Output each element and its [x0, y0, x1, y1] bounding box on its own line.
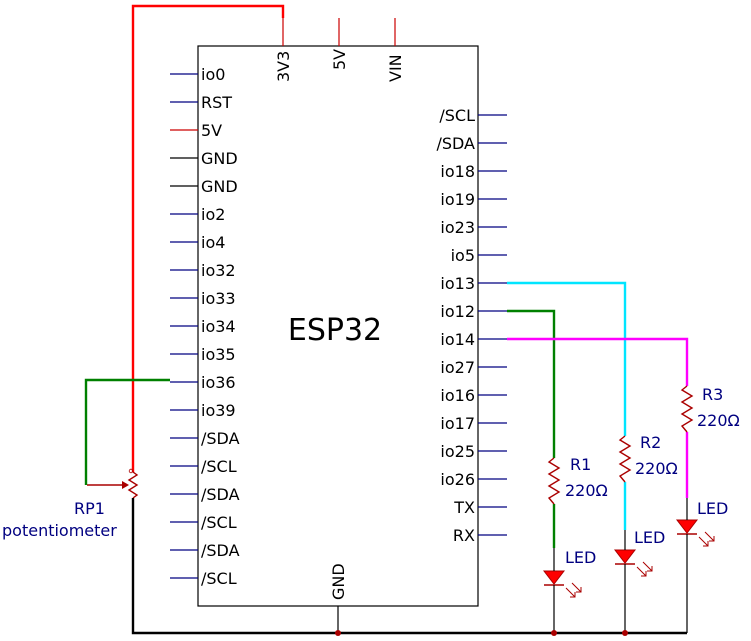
left-pin-label-6: io4: [201, 233, 225, 252]
pin-3v3-label: 3V3: [274, 51, 293, 82]
left-pin-label-7: io32: [201, 261, 236, 280]
potentiometer-arrow: [122, 481, 129, 489]
resistor-r3-zigzag: [680, 385, 694, 433]
resistor-r2-value: 220Ω: [635, 459, 678, 478]
led-1: LED: [542, 548, 596, 633]
right-pin-label-9: io27: [440, 358, 475, 377]
resistor-r1: R1 220Ω: [547, 455, 608, 505]
top-pin-group: 3V3 5V VIN: [274, 18, 405, 82]
right-pin-label-14: TX: [453, 498, 475, 517]
potentiometer-ref: RP1: [74, 499, 105, 518]
wire-io36: [84, 378, 170, 485]
resistor-r3: R3 220Ω: [680, 385, 740, 433]
left-pin-label-15: /SDA: [201, 485, 240, 504]
resistor-r1-value: 220Ω: [565, 481, 608, 500]
led-3-label: LED: [697, 499, 728, 518]
junction-gnd-led2: [622, 630, 628, 636]
right-pin-label-5: io5: [451, 246, 475, 265]
potentiometer-desc: potentiometer: [2, 521, 117, 540]
led-3-triangle: [675, 519, 699, 534]
wire-io13: [507, 281, 627, 436]
left-pin-label-9: io34: [201, 317, 236, 336]
esp32-title: ESP32: [288, 313, 382, 348]
right-pin-label-10: io16: [440, 386, 475, 405]
right-pin-label-1: /SDA: [436, 134, 475, 153]
right-pin-label-8: io14: [440, 330, 475, 349]
left-pin-label-10: io35: [201, 345, 236, 364]
led-2-label: LED: [634, 528, 665, 547]
left-pin-label-14: /SCL: [201, 457, 237, 476]
pin-vin-label: VIN: [386, 54, 405, 82]
right-pin-label-12: io25: [440, 442, 475, 461]
right-pin-label-3: io19: [440, 190, 475, 209]
potentiometer-rp1: RP1 potentiometer: [2, 468, 139, 540]
ground-bus: [131, 498, 687, 635]
left-pin-label-2: 5V: [201, 121, 222, 140]
led-2-light-arrow: [636, 561, 653, 577]
pin-gnd-bottom-label: GND: [329, 563, 348, 600]
resistor-r2-ref: R2: [640, 433, 661, 452]
led-2-triangle: [613, 549, 637, 564]
right-pin-label-4: io23: [440, 218, 475, 237]
wire-io14: [507, 337, 689, 386]
led-1-triangle: [542, 570, 566, 585]
left-pin-label-0: io0: [201, 65, 225, 84]
left-pin-label-18: /SCL: [201, 569, 237, 588]
left-pin-label-3: GND: [201, 149, 238, 168]
right-pin-group: /SCL/SDA io18 io19 io23 io5 io13 io12 io14 io27 i…: [436, 106, 507, 545]
right-pin-label-15: RX: [453, 526, 475, 545]
led-1-label: LED: [565, 548, 596, 567]
resistor-r2-zigzag: [618, 435, 632, 483]
led-2: LED: [613, 528, 665, 633]
resistor-r2: R2 220Ω: [618, 433, 678, 483]
left-pin-label-11: io36: [201, 373, 236, 392]
potentiometer-dot: [128, 468, 134, 474]
right-pin-label-13: io26: [440, 470, 475, 489]
left-pin-label-17: /SDA: [201, 541, 240, 560]
left-pin-label-12: io39: [201, 401, 236, 420]
junction-gnd-chip: [335, 630, 341, 636]
resistor-r1-ref: R1: [570, 455, 591, 474]
left-pin-label-5: io2: [201, 205, 225, 224]
left-pin-label-4: GND: [201, 177, 238, 196]
right-pin-label-0: /SCL: [439, 106, 475, 125]
right-pin-label-6: io13: [440, 274, 475, 293]
potentiometer-zigzag: [127, 471, 139, 499]
pin-5v-top-label: 5V: [330, 49, 349, 70]
left-pin-label-16: /SCL: [201, 513, 237, 532]
junction-gnd-led1: [551, 630, 557, 636]
left-pin-label-8: io33: [201, 289, 236, 308]
resistor-r3-ref: R3: [702, 385, 723, 404]
resistor-r3-value: 220Ω: [697, 411, 740, 430]
left-pin-label-13: /SDA: [201, 429, 240, 448]
right-pin-label-2: io18: [440, 162, 475, 181]
right-pin-label-7: io12: [440, 302, 475, 321]
led-3: LED: [675, 498, 728, 633]
right-pin-label-11: io17: [440, 414, 475, 433]
led-3-light-arrow: [698, 531, 715, 547]
wire-3v3: [131, 4, 285, 472]
left-pin-label-1: RST: [201, 93, 232, 112]
wire-io12: [507, 309, 556, 458]
resistor-r1-zigzag: [547, 457, 561, 505]
led-1-light-arrow: [565, 582, 582, 598]
